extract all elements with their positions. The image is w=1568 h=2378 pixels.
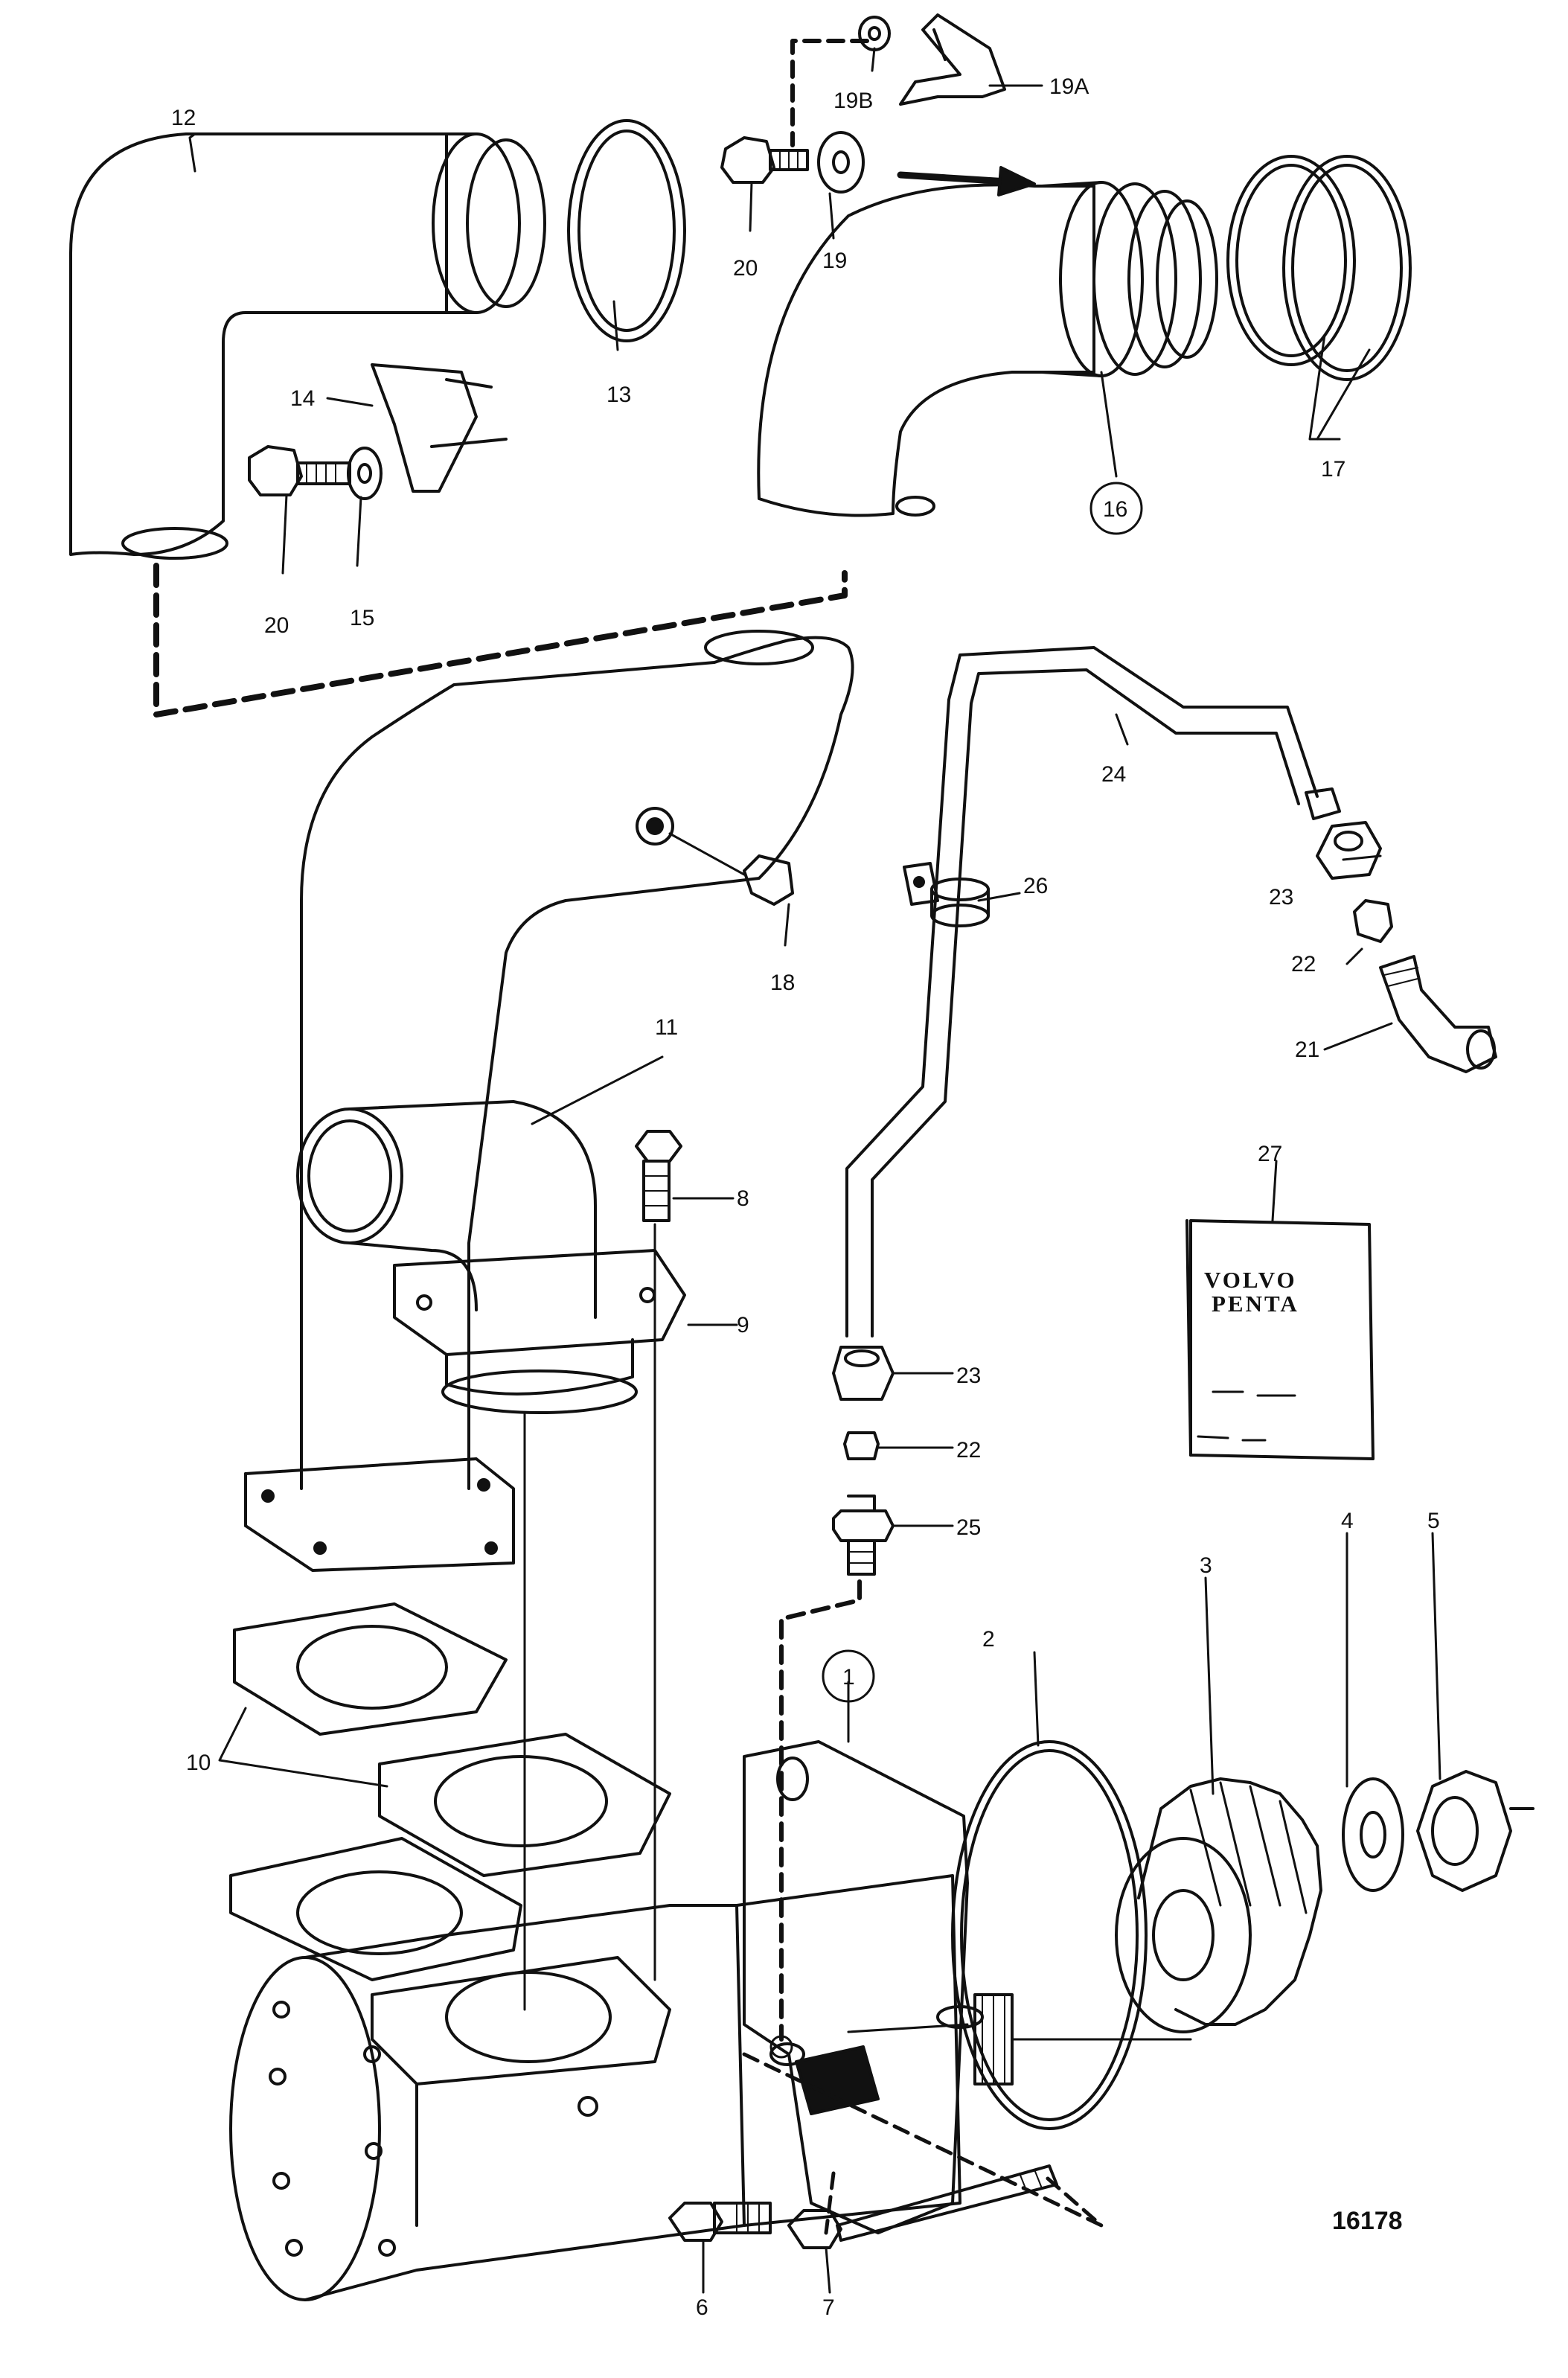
arrow-indicator — [897, 166, 1036, 196]
label-22-lower: 22 — [956, 1438, 981, 1463]
label-5: 5 — [1427, 1509, 1440, 1533]
label-21: 21 — [1295, 1038, 1319, 1062]
label-3: 3 — [1200, 1553, 1212, 1578]
bolt-20-lower — [248, 445, 351, 496]
brand-label-line2: PENTA — [1212, 1291, 1299, 1317]
label-9: 9 — [737, 1313, 749, 1337]
clip-19a — [899, 13, 1006, 106]
nut-5 — [1416, 1770, 1535, 1892]
label-25: 25 — [956, 1515, 981, 1540]
label-26: 26 — [1023, 874, 1048, 898]
label-6: 6 — [696, 2295, 708, 2320]
label-2: 2 — [982, 1627, 995, 1652]
callout-circle-1 — [822, 1649, 875, 1703]
union-25 — [832, 1495, 895, 1576]
sleeve-22-upper — [1353, 899, 1393, 943]
elbow-pipe-12 — [69, 132, 546, 560]
nut-23-upper — [1316, 821, 1382, 880]
elbow-pipe-16 — [757, 181, 1218, 517]
dashed-link-bolts — [742, 2052, 1104, 2235]
dashed-link-elbows — [153, 563, 848, 717]
pipe-24 — [845, 646, 1341, 1337]
sleeve-22-lower — [843, 1431, 880, 1460]
label-4: 4 — [1341, 1509, 1354, 1533]
bolt-8 — [635, 1130, 682, 1222]
label-22-upper: 22 — [1291, 952, 1316, 977]
callout-circle-16 — [1089, 482, 1143, 535]
label-19: 19 — [822, 249, 847, 273]
pump-body — [229, 1837, 961, 2301]
bolt-6 — [668, 2202, 772, 2242]
label-8: 8 — [737, 1186, 749, 1211]
o-ring-13 — [567, 119, 686, 342]
gaskets-10 — [233, 1602, 671, 1877]
pump-shaft — [847, 1993, 1192, 2085]
plug-18 — [636, 807, 794, 906]
label-17: 17 — [1321, 457, 1345, 482]
label-16: 16 — [1103, 497, 1127, 522]
dashed-link-union — [779, 1579, 862, 2042]
label-11: 11 — [655, 1015, 678, 1040]
label-19a: 19A — [1049, 74, 1089, 99]
elbow-11 — [296, 1100, 686, 1414]
bracket-14 — [371, 363, 508, 493]
label-7: 7 — [822, 2295, 835, 2320]
decal-27 — [1185, 1219, 1375, 1460]
washer-19 — [817, 131, 865, 194]
label-10: 10 — [186, 1751, 211, 1775]
bolt-20-upper — [720, 136, 809, 184]
leader-lines — [188, 47, 1441, 2294]
label-19b: 19B — [833, 89, 873, 113]
label-23-upper: 23 — [1269, 885, 1293, 910]
label-1: 1 — [842, 1665, 855, 1690]
o-rings-17 — [1226, 155, 1412, 381]
label-20-lower: 20 — [264, 613, 289, 638]
label-27: 27 — [1258, 1142, 1282, 1166]
gear-3 — [1115, 1777, 1322, 2033]
nut-19b — [858, 16, 891, 51]
pump-bracket-1 — [743, 1740, 984, 2234]
dashed-link-19 — [790, 39, 869, 147]
label-18: 18 — [770, 971, 795, 995]
elbow-fitting-21 — [1379, 955, 1497, 1073]
o-ring-2 — [951, 1740, 1148, 2130]
label-15: 15 — [350, 606, 374, 630]
clamp-26 — [903, 862, 990, 927]
washer-4 — [1342, 1777, 1404, 1892]
exhaust-pipe — [244, 630, 854, 1572]
label-13: 13 — [607, 383, 631, 407]
label-24: 24 — [1101, 762, 1126, 787]
label-23-lower: 23 — [956, 1364, 981, 1388]
brand-label-line1: VOLVO — [1204, 1267, 1297, 1293]
nut-23-lower — [832, 1346, 895, 1401]
washer-15 — [347, 447, 383, 500]
label-20-upper: 20 — [733, 256, 758, 281]
figure-number: 16178 — [1332, 2207, 1403, 2235]
label-12: 12 — [171, 106, 196, 130]
label-14: 14 — [290, 386, 315, 411]
